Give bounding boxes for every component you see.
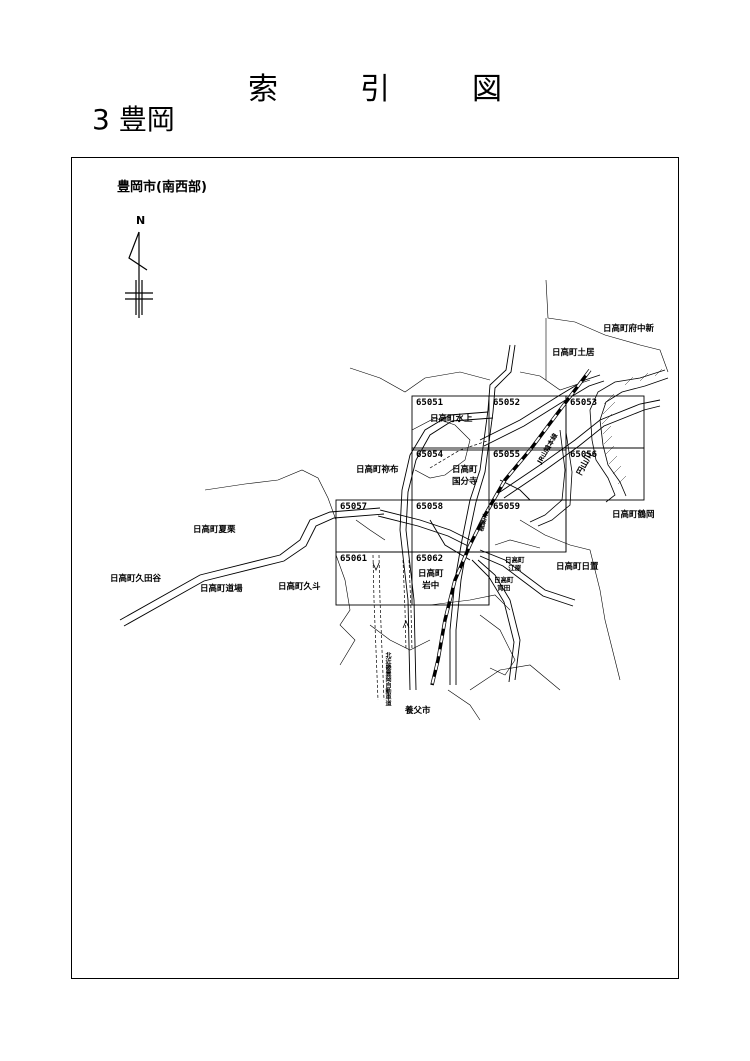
place-miyata: 日高町 宵田 — [494, 576, 514, 592]
tile-grid — [335, 395, 645, 606]
expressway — [372, 439, 491, 701]
title-char-3: 図 — [472, 72, 502, 107]
city-label: 豊岡市(南西部) — [117, 180, 207, 195]
place-hioki: 日高町日置 — [556, 562, 599, 572]
map-frame — [71, 157, 679, 979]
place-doi: 日高町土居 — [552, 348, 595, 358]
river-hatch — [601, 368, 663, 485]
tile-65051-code[interactable]: 65051 — [416, 398, 444, 408]
tile-65062-name: 日高町 岩中 — [418, 569, 444, 591]
tile-65059-code[interactable]: 65059 — [493, 502, 521, 512]
railway-line — [430, 368, 592, 686]
tile-65061-code[interactable]: 65061 — [340, 554, 368, 564]
page-title: 索 引 図 — [0, 64, 750, 107]
north-label: N — [136, 214, 146, 227]
tile-65054-code[interactable]: 65054 — [416, 450, 444, 460]
tile-65051-name: 日高町水上 — [430, 414, 473, 424]
tile-65062-code[interactable]: 65062 — [416, 554, 444, 564]
tile-65056-code[interactable]: 65056 — [570, 450, 598, 460]
tile-65054-name: 日高町 国分寺 — [452, 465, 478, 487]
place-tsuruoka: 日高町鶴岡 — [612, 510, 655, 520]
expressway-arrows — [372, 562, 410, 629]
tile-65057-code[interactable]: 65057 — [340, 502, 368, 512]
place-fuzu: 日高町祢布 — [356, 465, 399, 475]
place-kutadani: 日高町久田谷 — [110, 574, 162, 584]
section-heading: 3 豊岡 — [92, 103, 175, 136]
title-char-2: 引 — [360, 72, 390, 107]
tile-65055-code[interactable]: 65055 — [493, 450, 521, 460]
place-yabu: 養父市 — [405, 706, 431, 716]
place-dojo: 日高町道場 — [200, 584, 243, 594]
tile-65058-code[interactable]: 65058 — [416, 502, 444, 512]
north-arrow-icon — [125, 231, 153, 318]
place-fuchuushin: 日高町府中新 — [603, 324, 655, 334]
tile-65053-code[interactable]: 65053 — [570, 398, 598, 408]
place-natsukuri: 日高町夏栗 — [193, 525, 236, 535]
expressway-label: 北近畿豊岡自動車道 — [384, 652, 391, 706]
main-roads — [119, 344, 661, 691]
place-kuto: 日高町久斗 — [278, 582, 321, 592]
title-char-1: 索 — [248, 72, 278, 107]
tile-65052-code[interactable]: 65052 — [493, 398, 521, 408]
place-ebara: 日高町 江原 — [505, 556, 525, 572]
